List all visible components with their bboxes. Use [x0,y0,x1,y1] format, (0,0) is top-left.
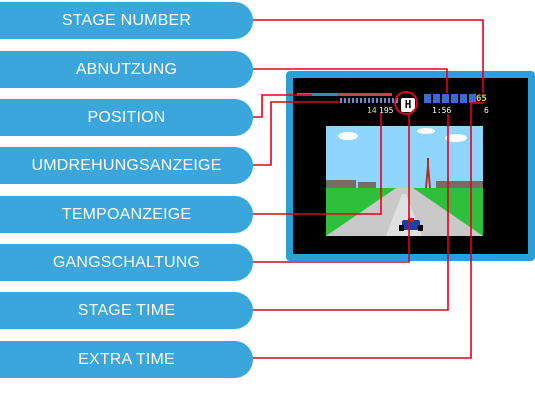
stage-number-value: 65 [476,94,487,104]
leader-position [253,94,312,118]
label-abnutzung: ABNUTZUNG [0,51,253,88]
leader-extra-time [253,102,484,359]
leader-umdrehungsanzeige [253,101,339,166]
position-value: 14 [367,106,377,115]
leader-tempoanzeige [253,113,382,215]
extra-time-value: 6 [484,106,489,115]
stage-time-value: 1:56 [432,106,452,115]
race-scene [326,126,483,236]
gear-highlight-ring [394,91,418,115]
leader-stage-number [253,19,484,93]
leader-stage-time [253,114,449,311]
label-tempoanzeige: TEMPOANZEIGE [0,196,253,233]
leader-abnutzung [253,68,448,93]
clouds [338,128,467,142]
label-gangschaltung: GANGSCHALTUNG [0,244,253,281]
leader-gangschaltung [253,114,410,263]
label-extra-time: EXTRA TIME [0,341,253,378]
label-umdrehungsanzeige: UMDREHUNGSANZEIGE [0,147,253,184]
label-position: POSITION [0,99,253,136]
wear-indicator [424,94,476,103]
speed-value: 195 [379,106,394,115]
car-icon [399,218,423,231]
city-skyline [326,180,483,188]
eiffel-tower-icon [425,158,431,188]
label-stage-number: STAGE NUMBER [0,2,253,39]
rev-arc [340,98,400,103]
label-stage-time: STAGE TIME [0,292,253,329]
rev-bar [297,93,337,96]
rev-bar-red [337,93,392,96]
